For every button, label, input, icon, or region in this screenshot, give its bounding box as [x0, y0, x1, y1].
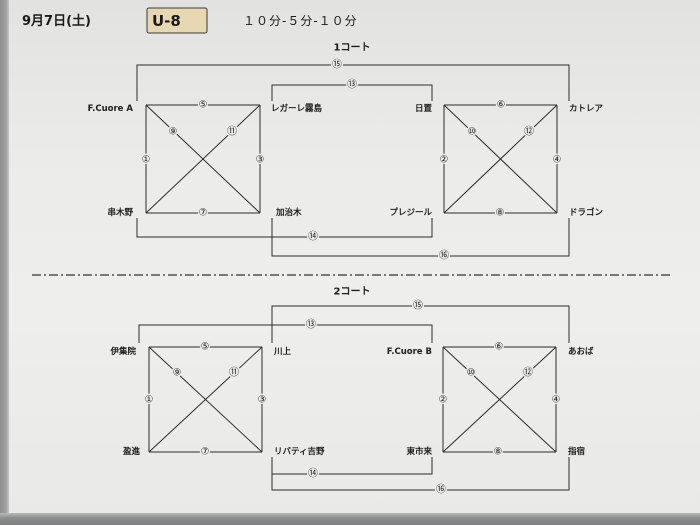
match-number: ⑤: [201, 342, 210, 353]
cross-match-number: ⑮: [413, 300, 423, 312]
match-number: ⑪: [229, 367, 239, 379]
match-number: ⑩: [467, 368, 476, 379]
court1-cross-line-top-lower: [271, 84, 433, 101]
court-1: 1コート F.Cuore A レガーレ霧島 串木野 加治木 ⑤ ① ③ ⑦ ⑨ …: [88, 42, 604, 264]
team-label: プレジール: [389, 207, 432, 218]
team-label: 盈進: [122, 446, 141, 457]
court2-group-b: F.Cuore B あおば 東市来 指宿 ⑥ ② ④ ⑧ ⑩ ⑫: [387, 340, 594, 459]
team-label: 指宿: [568, 446, 586, 457]
team-label: カトレア: [569, 104, 604, 114]
match-number: ③: [256, 155, 265, 166]
court-1-label: 1コート: [334, 42, 371, 54]
cross-match-number: ⑯: [436, 484, 446, 496]
header: 9月7日(土) U-8 １０分-５分-１０分: [22, 7, 358, 34]
court1-group-b-diagonal-right: [443, 104, 558, 214]
team-label: 川上: [273, 346, 292, 357]
match-number: ③: [258, 395, 267, 406]
court2-cross-line-bottom-lower: [271, 457, 570, 491]
left-edge-strip: [0, 0, 9, 525]
court1-cross-line-bottom-upper: [136, 218, 433, 238]
match-number: ①: [142, 155, 151, 166]
team-label: 串木野: [107, 207, 133, 218]
court1-group-a-diagonal-right: [145, 104, 261, 214]
bottom-edge-strip: [0, 513, 700, 525]
match-number: ⑨: [169, 127, 178, 138]
match-date: 9月7日(土): [22, 13, 91, 29]
team-label: 日置: [415, 103, 433, 114]
team-label: F.Cuore B: [387, 347, 432, 357]
match-number: ⑨: [173, 368, 182, 379]
match-number: ⑤: [199, 100, 208, 111]
match-number: ⑩: [468, 127, 477, 138]
cross-match-number: ⑭: [308, 231, 318, 243]
team-label: ドラゴン: [569, 207, 604, 218]
match-timing: １０分-５分-１０分: [243, 14, 358, 28]
court1-cross-line-bottom-lower: [271, 218, 570, 257]
match-number: ⑧: [494, 447, 503, 458]
match-number: ⑪: [227, 126, 237, 138]
team-label: リバティ吉野: [274, 446, 325, 457]
match-number: ⑦: [199, 208, 208, 219]
court1-cross-line-top-upper: [136, 64, 570, 101]
match-number: ②: [439, 395, 448, 406]
team-label: 伊集院: [109, 346, 136, 357]
cross-match-number: ⑬: [306, 319, 316, 331]
match-number: ⑫: [524, 126, 534, 138]
cross-match-number: ⑭: [308, 468, 318, 480]
cross-match-number: ⑮: [332, 59, 342, 71]
match-number: ④: [552, 395, 561, 406]
match-number: ⑧: [496, 208, 505, 219]
court1-group-b: 日置 カトレア プレジール ドラゴン ⑥ ② ④ ⑧ ⑩ ⑫: [389, 98, 604, 220]
team-label: レガーレ霧島: [271, 103, 323, 114]
court-2: 2コート 伊集院 川上 盈進 リバティ吉野 ⑤ ① ③ ⑦ ⑨ ⑪: [109, 286, 594, 498]
court2-group-a: 伊集院 川上 盈進 リバティ吉野 ⑤ ① ③ ⑦ ⑨ ⑪: [109, 340, 325, 459]
cross-match-number: ⑬: [347, 79, 357, 91]
court2-group-b-diagonal-right: [442, 346, 557, 453]
court1-group-a: F.Cuore A レガーレ霧島 串木野 加治木 ⑤ ① ③ ⑦ ⑨ ⑪: [88, 98, 323, 220]
team-label: あおば: [568, 346, 594, 357]
court2-group-a-diagonal-right: [148, 346, 263, 453]
match-number: ②: [440, 155, 449, 166]
team-label: 東市来: [406, 446, 432, 457]
match-number: ④: [553, 155, 562, 166]
team-label: 加治木: [275, 207, 302, 218]
division-label: U-8: [152, 12, 181, 30]
court2-cross-line-top-lower: [138, 324, 433, 343]
court-2-label: 2コート: [334, 286, 371, 298]
match-number: ⑫: [523, 367, 533, 379]
court2-cross-line-bottom-upper: [271, 457, 433, 475]
cross-match-number: ⑯: [439, 250, 449, 262]
match-number: ①: [145, 395, 154, 406]
match-number: ⑥: [495, 342, 504, 353]
division-box: [146, 7, 208, 34]
match-number: ⑥: [497, 100, 506, 111]
team-label: F.Cuore A: [88, 104, 134, 114]
match-number: ⑦: [201, 447, 210, 458]
